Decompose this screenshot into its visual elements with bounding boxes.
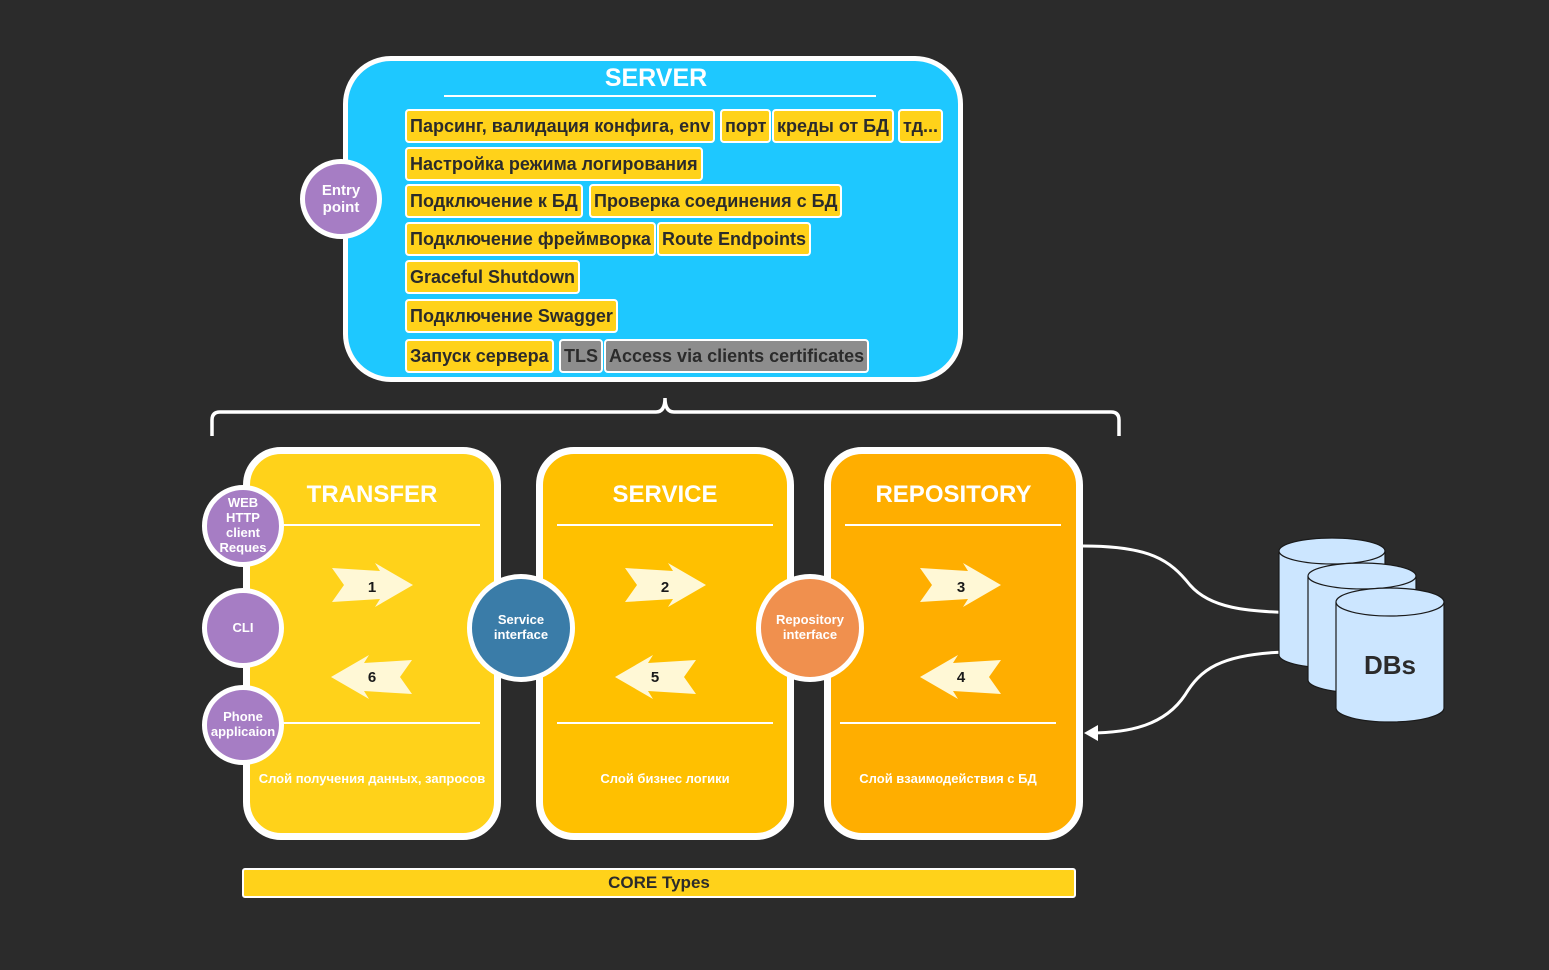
db-to-repository-arrowhead	[1084, 725, 1098, 741]
server-chip-logging: Настройка режима логирования	[405, 147, 703, 181]
service-in-step: 2	[660, 579, 670, 596]
cli-client-circle: CLI	[202, 588, 284, 668]
server-chip-route-endpoints: Route Endpoints	[657, 222, 811, 256]
repository-out-step: 4	[956, 669, 966, 686]
web-client-circle: WEB HTTP client Reques	[202, 485, 284, 567]
server-chip-etc: тд...	[898, 109, 944, 143]
server-title: SERVER	[604, 64, 708, 92]
transfer-in-step: 1	[367, 579, 377, 596]
repository-caption: Слой взаимодействия с БД	[859, 771, 1037, 786]
repository-to-db-arrow	[1082, 544, 1303, 615]
repository-title: REPOSITORY	[875, 481, 1032, 508]
server-chip-framework: Подключение фреймворка	[405, 222, 656, 256]
server-chip-tls: TLS	[559, 339, 603, 373]
service-out-step: 5	[650, 669, 660, 686]
server-chip-db-connect: Подключение к БД	[405, 184, 583, 218]
transfer-title: TRANSFER	[306, 481, 438, 508]
db-to-repository-arrow	[1089, 650, 1286, 735]
repository-interface-circle: Repository interface	[756, 574, 864, 682]
server-chip-db-creds: креды от БД	[772, 109, 894, 143]
server-chip-port: порт	[720, 109, 772, 143]
server-chip-graceful-shutdown: Graceful Shutdown	[405, 260, 581, 294]
transfer-title-divider	[262, 524, 480, 526]
server-chip-start: Запуск сервера	[405, 339, 554, 373]
db-cylinder-3	[1335, 587, 1445, 723]
server-title-divider	[444, 95, 876, 97]
service-out-arrow	[615, 655, 696, 699]
server-chip-config-parsing: Парсинг, валидация конфига, env	[405, 109, 716, 143]
layers-brace	[210, 397, 1121, 436]
transfer-out-arrow	[331, 655, 412, 699]
repository-title-divider	[845, 524, 1061, 526]
service-caption: Слой бизнес логики	[600, 771, 730, 786]
service-interface-circle: Service interface	[467, 574, 575, 682]
transfer-caption-divider	[262, 722, 480, 724]
core-types-bar: CORE Types	[242, 868, 1076, 898]
server-chip-swagger: Подключение Swagger	[405, 299, 618, 333]
transfer-caption: Слой получения данных, запросов	[258, 771, 486, 786]
service-title: SERVICE	[612, 481, 718, 508]
entry-point-circle: Entry point	[300, 159, 382, 239]
server-chip-db-check: Проверка соединения с БД	[589, 184, 843, 218]
repository-in-arrow	[920, 563, 1001, 607]
service-in-arrow	[625, 563, 706, 607]
service-caption-divider	[557, 722, 773, 724]
repository-in-step: 3	[956, 579, 966, 596]
server-chip-client-certs: Access via clients certificates	[604, 339, 870, 373]
dbs-label: DBs	[1363, 650, 1416, 680]
transfer-in-arrow	[332, 563, 413, 607]
service-title-divider	[557, 524, 773, 526]
phone-client-circle: Phone applicaion	[202, 685, 284, 765]
repository-caption-divider	[840, 722, 1056, 724]
repository-out-arrow	[920, 655, 1001, 699]
transfer-out-step: 6	[367, 669, 377, 686]
